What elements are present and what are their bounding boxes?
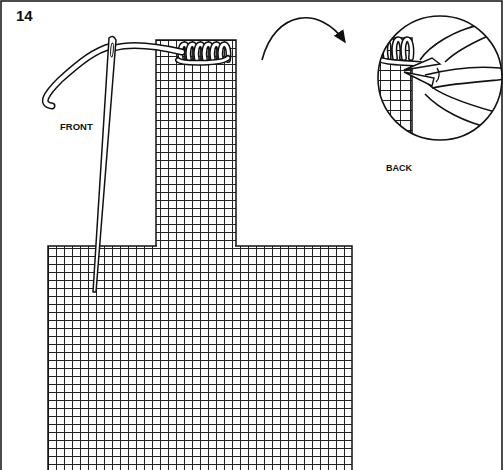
step-number: 14: [16, 8, 33, 23]
canvas-join: [157, 242, 235, 248]
yarn-outline: [403, 39, 411, 58]
yarn-outline: [45, 46, 112, 106]
canvas-tab: [156, 40, 236, 248]
yarn-outline: [377, 58, 420, 64]
yarn-outline: [114, 45, 182, 52]
needle: [93, 36, 116, 292]
yarn-outline: [178, 58, 228, 63]
yarn-fill: [377, 58, 420, 64]
side-label: BACK: [386, 164, 412, 173]
yarn-fill: [403, 39, 411, 58]
zoom-arrow: [262, 18, 345, 60]
yarn-fill: [178, 58, 228, 63]
side-label: FRONT: [60, 122, 93, 132]
yarn-fill: [114, 45, 182, 52]
needle-eye: [110, 43, 114, 57]
yarn-fill: [45, 46, 112, 106]
zoom-view: [370, 10, 503, 158]
whip-stitches: [178, 44, 228, 63]
zoom-circle: [378, 16, 502, 140]
